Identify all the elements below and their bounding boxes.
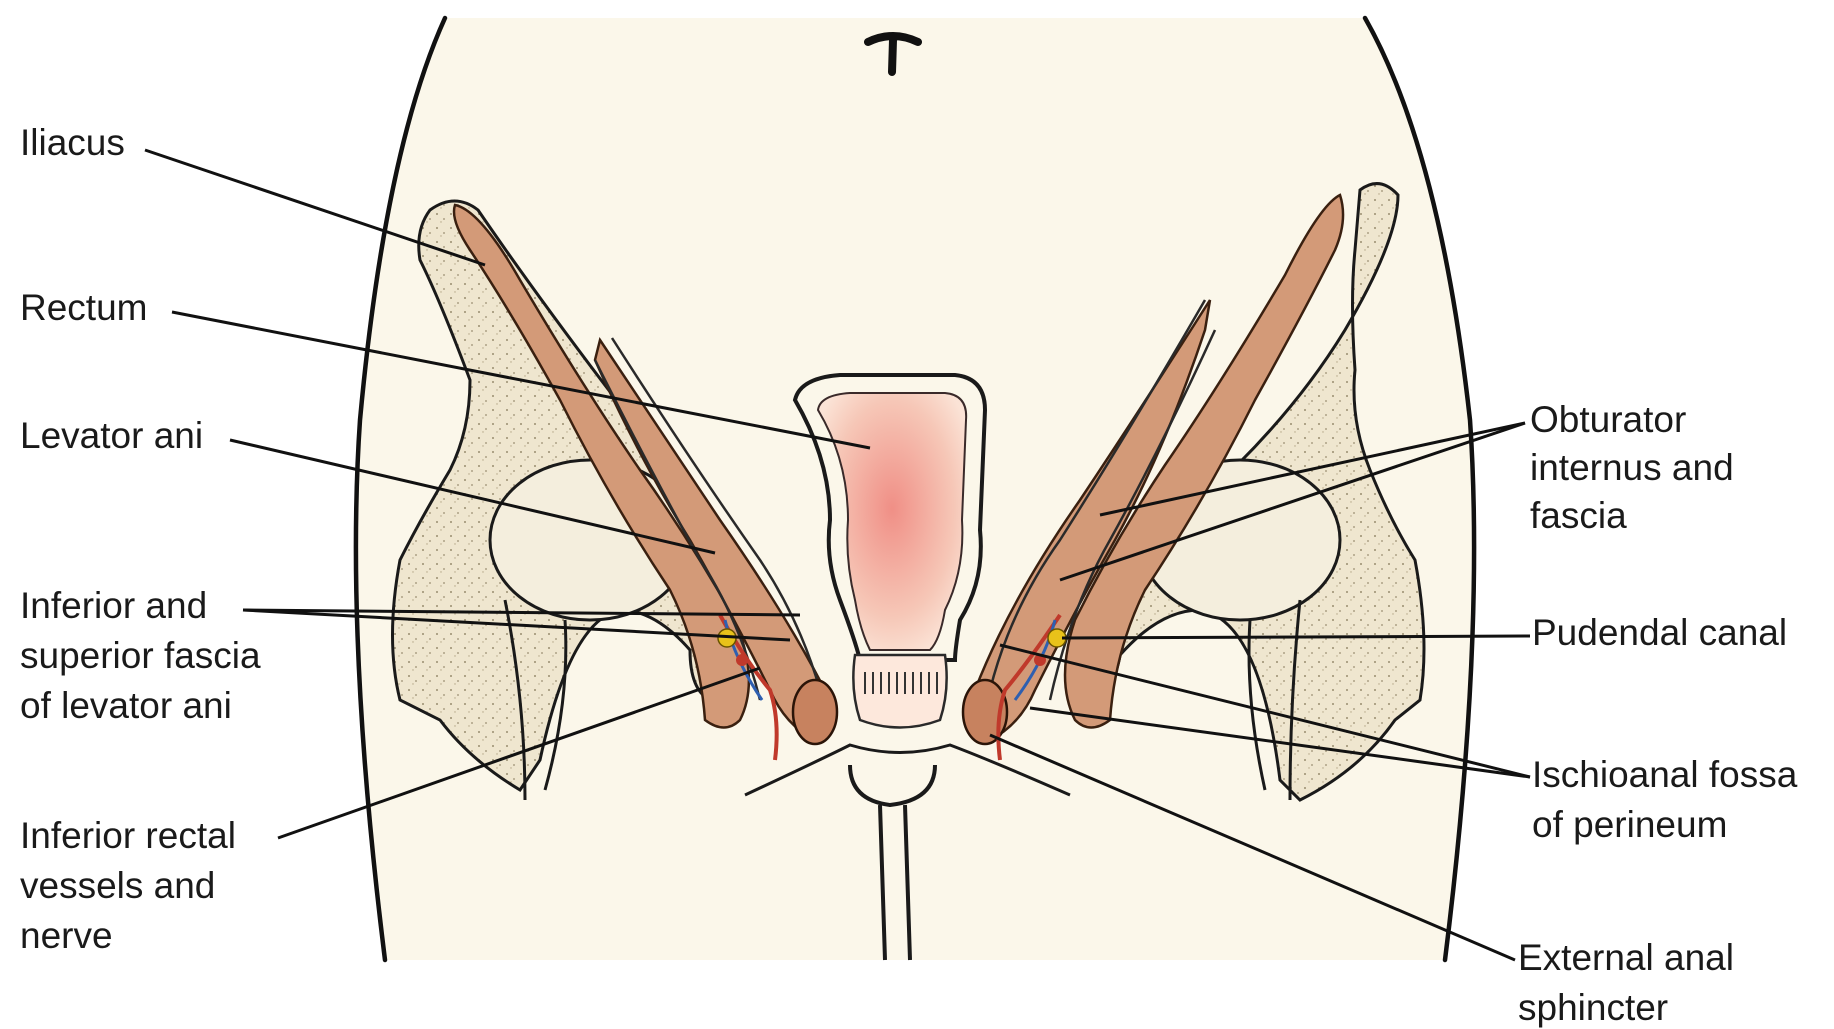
label-external-anal-line-2: sphincter [1518,987,1668,1028]
label-fascia-line-3: of levator ani [20,685,232,726]
label-obturator: Obturator internus and fascia [1530,399,1744,536]
label-obturator-line-1: Obturator [1530,399,1686,440]
left-external-anal-sphincter [793,680,837,744]
label-iliacus: Iliacus [20,122,125,163]
label-inferior-rectal-line-3: nerve [20,915,113,956]
label-external-anal-line-1: External anal [1518,937,1734,978]
label-ischioanal-line-2: of perineum [1532,804,1727,845]
label-rectum: Rectum [20,287,147,328]
label-levator-ani: Levator ani [20,415,203,456]
label-ischioanal: Ischioanal fossa of perineum [1532,754,1808,845]
label-external-anal: External anal sphincter [1518,937,1744,1028]
label-inferior-rectal-line-1: Inferior rectal [20,815,236,856]
label-inferior-rectal-line-2: vessels and [20,865,215,906]
label-obturator-line-2: internus and [1530,447,1734,488]
leader-pudendal [1062,636,1530,638]
anal-canal [853,655,946,728]
label-fascia-line-1: Inferior and [20,585,207,626]
label-fascia-line-2: superior fascia [20,635,261,676]
label-inferior-rectal: Inferior rectal vessels and nerve [20,815,246,956]
label-obturator-line-3: fascia [1530,495,1627,536]
label-ischioanal-line-1: Ischioanal fossa [1532,754,1798,795]
label-pudendal-canal: Pudendal canal [1532,612,1787,653]
label-fascia-levator: Inferior and superior fascia of levator … [20,585,271,726]
